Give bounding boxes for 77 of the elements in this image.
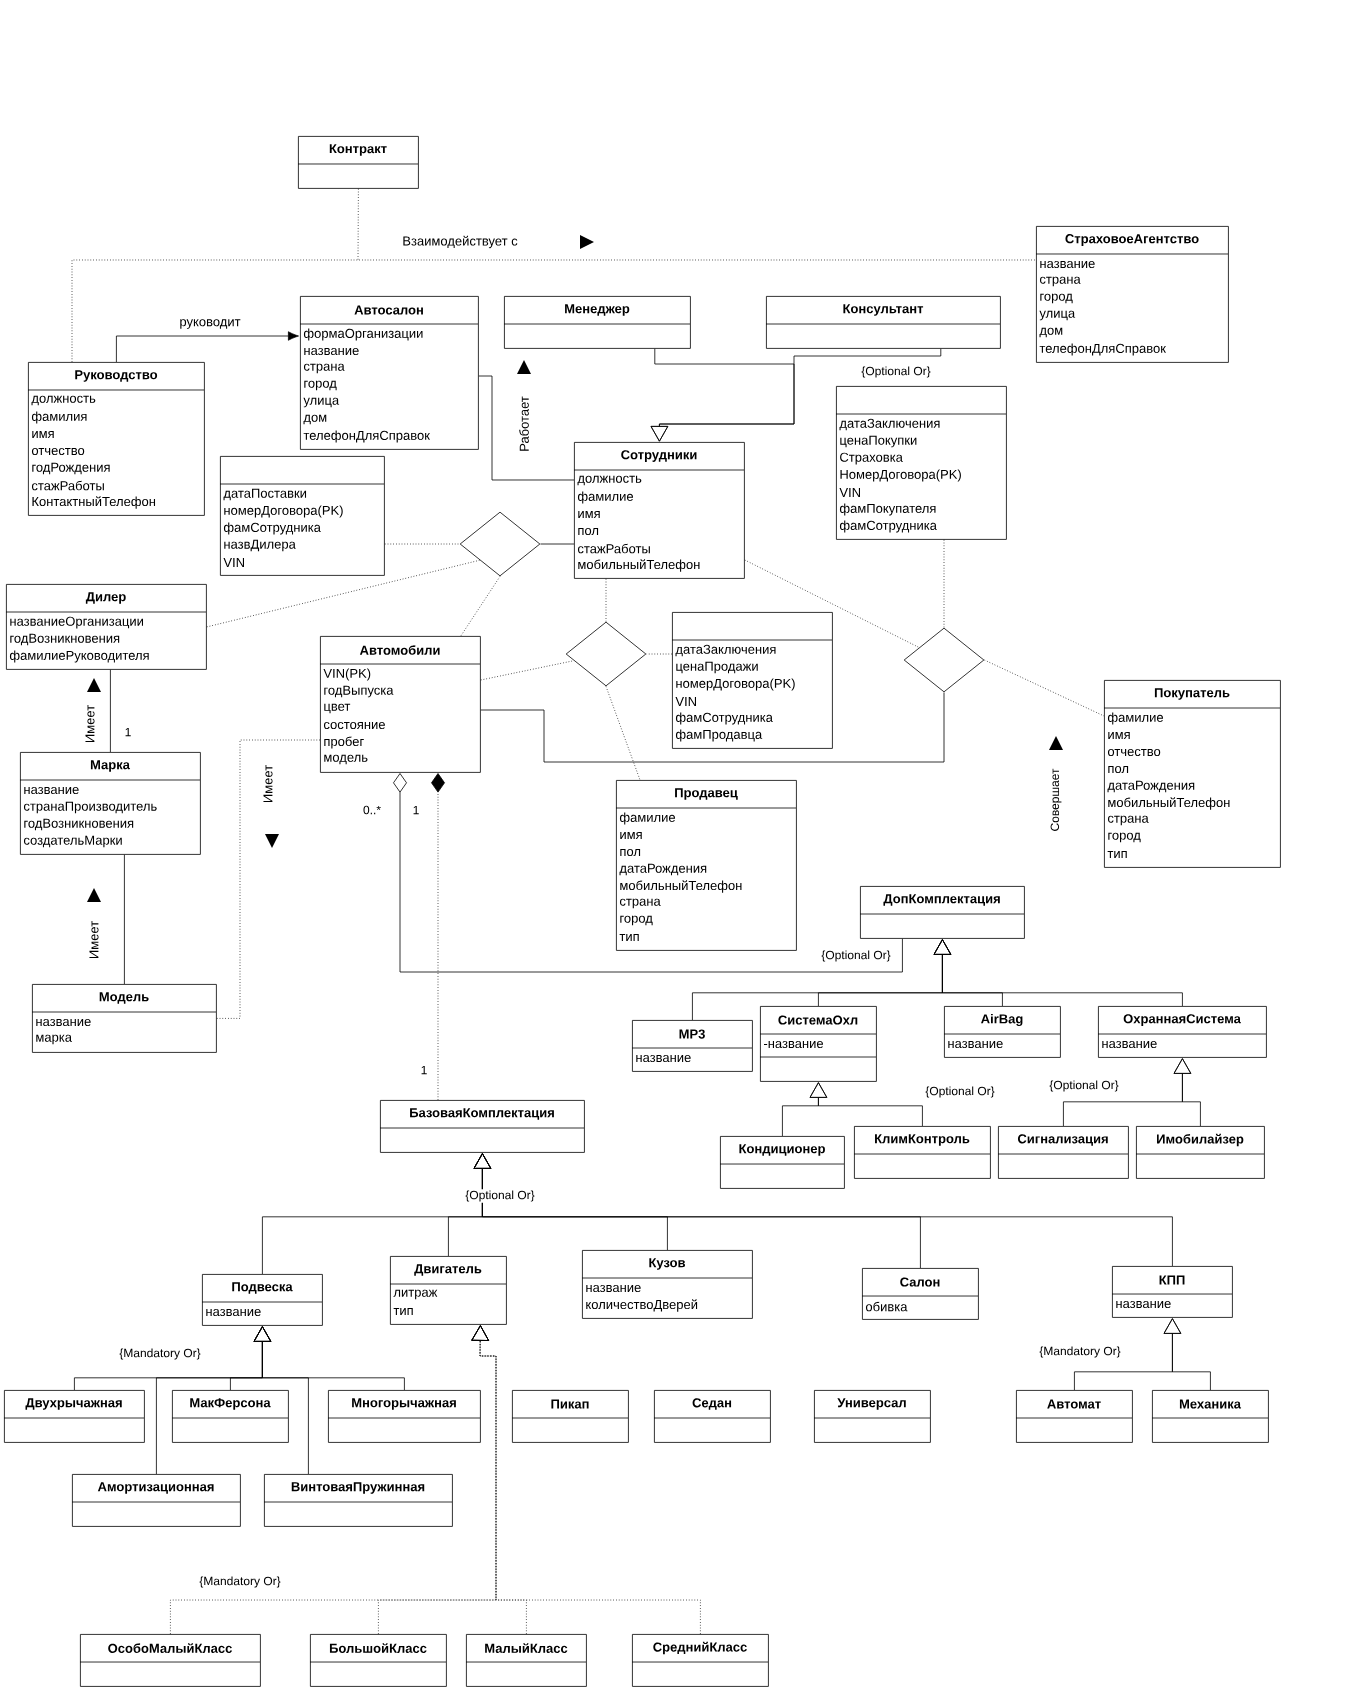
class-box — [171, 1390, 289, 1443]
class-box — [327, 1390, 481, 1443]
association-line — [480, 692, 945, 763]
class-box — [997, 1126, 1129, 1179]
class-box — [465, 1634, 587, 1687]
class-box — [379, 1100, 585, 1153]
association-line — [110, 669, 111, 753]
class-box — [263, 1474, 453, 1527]
class-box — [309, 1634, 447, 1687]
class-box — [319, 636, 481, 773]
class-box — [759, 1006, 877, 1082]
class-box — [1097, 1006, 1267, 1058]
class-box — [299, 296, 479, 450]
arrow — [253, 1326, 309, 1475]
association-line — [216, 739, 321, 1019]
class-box — [219, 456, 385, 576]
association-line — [744, 559, 920, 648]
aggregation-line — [393, 773, 903, 973]
class-box — [631, 1020, 753, 1072]
class-box — [631, 1634, 769, 1687]
arrow — [1163, 1318, 1211, 1391]
class-box — [653, 1390, 771, 1443]
class-box — [1103, 680, 1281, 868]
association-diamond — [903, 627, 985, 693]
arrow — [473, 1153, 1173, 1267]
class-box — [1035, 226, 1229, 363]
class-box — [861, 1268, 979, 1320]
class-box — [765, 296, 1001, 349]
association-line — [480, 660, 575, 681]
class-box — [3, 1390, 145, 1443]
class-box — [1151, 1390, 1269, 1443]
association-diamond — [565, 621, 647, 687]
association-line — [605, 686, 641, 781]
association-line — [384, 543, 460, 545]
class-box — [71, 1474, 241, 1527]
association-line — [357, 188, 359, 261]
association-line — [540, 543, 575, 545]
class-box — [27, 362, 205, 516]
class-box — [581, 1250, 753, 1319]
class-box — [835, 386, 1007, 540]
association-line — [984, 659, 1105, 717]
association-line — [460, 576, 501, 637]
association-line — [646, 653, 673, 655]
class-box — [5, 584, 207, 670]
association-line — [605, 578, 607, 622]
class-box — [1135, 1126, 1265, 1179]
arrow — [650, 348, 942, 442]
class-box — [79, 1634, 261, 1687]
association-line — [206, 559, 481, 628]
class-box — [503, 296, 691, 349]
class-box — [31, 984, 217, 1053]
class-box — [813, 1390, 931, 1443]
association-diamond — [459, 511, 541, 577]
class-box — [853, 1126, 991, 1179]
class-box — [1111, 1266, 1233, 1318]
class-box — [511, 1390, 629, 1443]
arrow — [116, 331, 299, 363]
arrow — [1173, 1058, 1201, 1127]
class-box — [297, 136, 419, 189]
aggregation-line — [431, 773, 445, 1101]
class-box — [1015, 1390, 1133, 1443]
association-line — [943, 539, 945, 628]
association-line — [124, 854, 125, 985]
arrow — [809, 1082, 923, 1127]
class-box — [859, 886, 1025, 939]
arrow — [933, 939, 1183, 1007]
class-box — [943, 1006, 1061, 1058]
association-line — [71, 259, 1037, 363]
class-box — [201, 1274, 323, 1326]
class-box — [389, 1256, 507, 1325]
class-box — [573, 442, 745, 579]
arrow — [471, 1325, 701, 1635]
class-box — [615, 780, 797, 951]
class-box — [719, 1136, 845, 1189]
class-box — [671, 612, 833, 749]
association-line — [478, 375, 575, 481]
class-box — [19, 752, 201, 855]
